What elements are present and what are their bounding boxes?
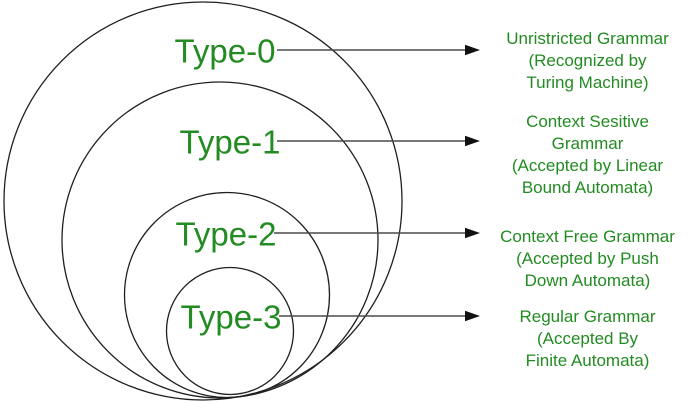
type-3-label: Type-3 <box>180 298 282 336</box>
note-line: Context Free Grammar <box>500 227 675 246</box>
note-line: (Accepted by Push <box>516 249 659 268</box>
type-0-circle <box>3 1 403 401</box>
note-line: Regular Grammar <box>519 307 656 326</box>
note-line: (Accepted by Linear <box>511 156 664 175</box>
note-line: Turing Machine) <box>526 73 649 92</box>
note-line: Context Sesitive <box>526 112 649 131</box>
type-0-arrowhead-icon <box>465 44 480 56</box>
note-line: Bound Automata) <box>521 178 654 197</box>
note-line: Down Automata) <box>524 271 651 290</box>
type-3-arrow <box>279 310 480 322</box>
note-line: Finite Automata) <box>525 351 650 370</box>
note-line: (Recognized by <box>528 51 647 70</box>
type-3-arrowhead-icon <box>465 310 480 322</box>
type-2-arrowhead-icon <box>465 227 480 239</box>
type-2-circle <box>123 191 331 399</box>
note-line: (Accepted By <box>536 329 639 348</box>
type-1-label: Type-1 <box>179 123 281 161</box>
type-1-note: Context Sesitive Grammar (Accepted by Li… <box>477 111 696 199</box>
type-1-circle <box>61 81 379 399</box>
note-line: Unristricted Grammar <box>506 29 669 48</box>
type-0-label: Type-0 <box>174 32 276 70</box>
type-1-arrowhead-icon <box>465 135 480 147</box>
type-2-label: Type-2 <box>175 215 277 253</box>
note-line: Grammar <box>551 134 624 153</box>
type-3-note: Regular Grammar (Accepted By Finite Auto… <box>477 306 696 372</box>
type-2-arrow <box>274 227 480 239</box>
type-1-arrow <box>277 135 480 147</box>
type-3-circle <box>165 266 295 396</box>
type-2-note: Context Free Grammar (Accepted by Push D… <box>477 226 696 292</box>
type-0-arrow <box>277 44 480 56</box>
type-0-note: Unristricted Grammar (Recognized by Turi… <box>477 28 696 94</box>
